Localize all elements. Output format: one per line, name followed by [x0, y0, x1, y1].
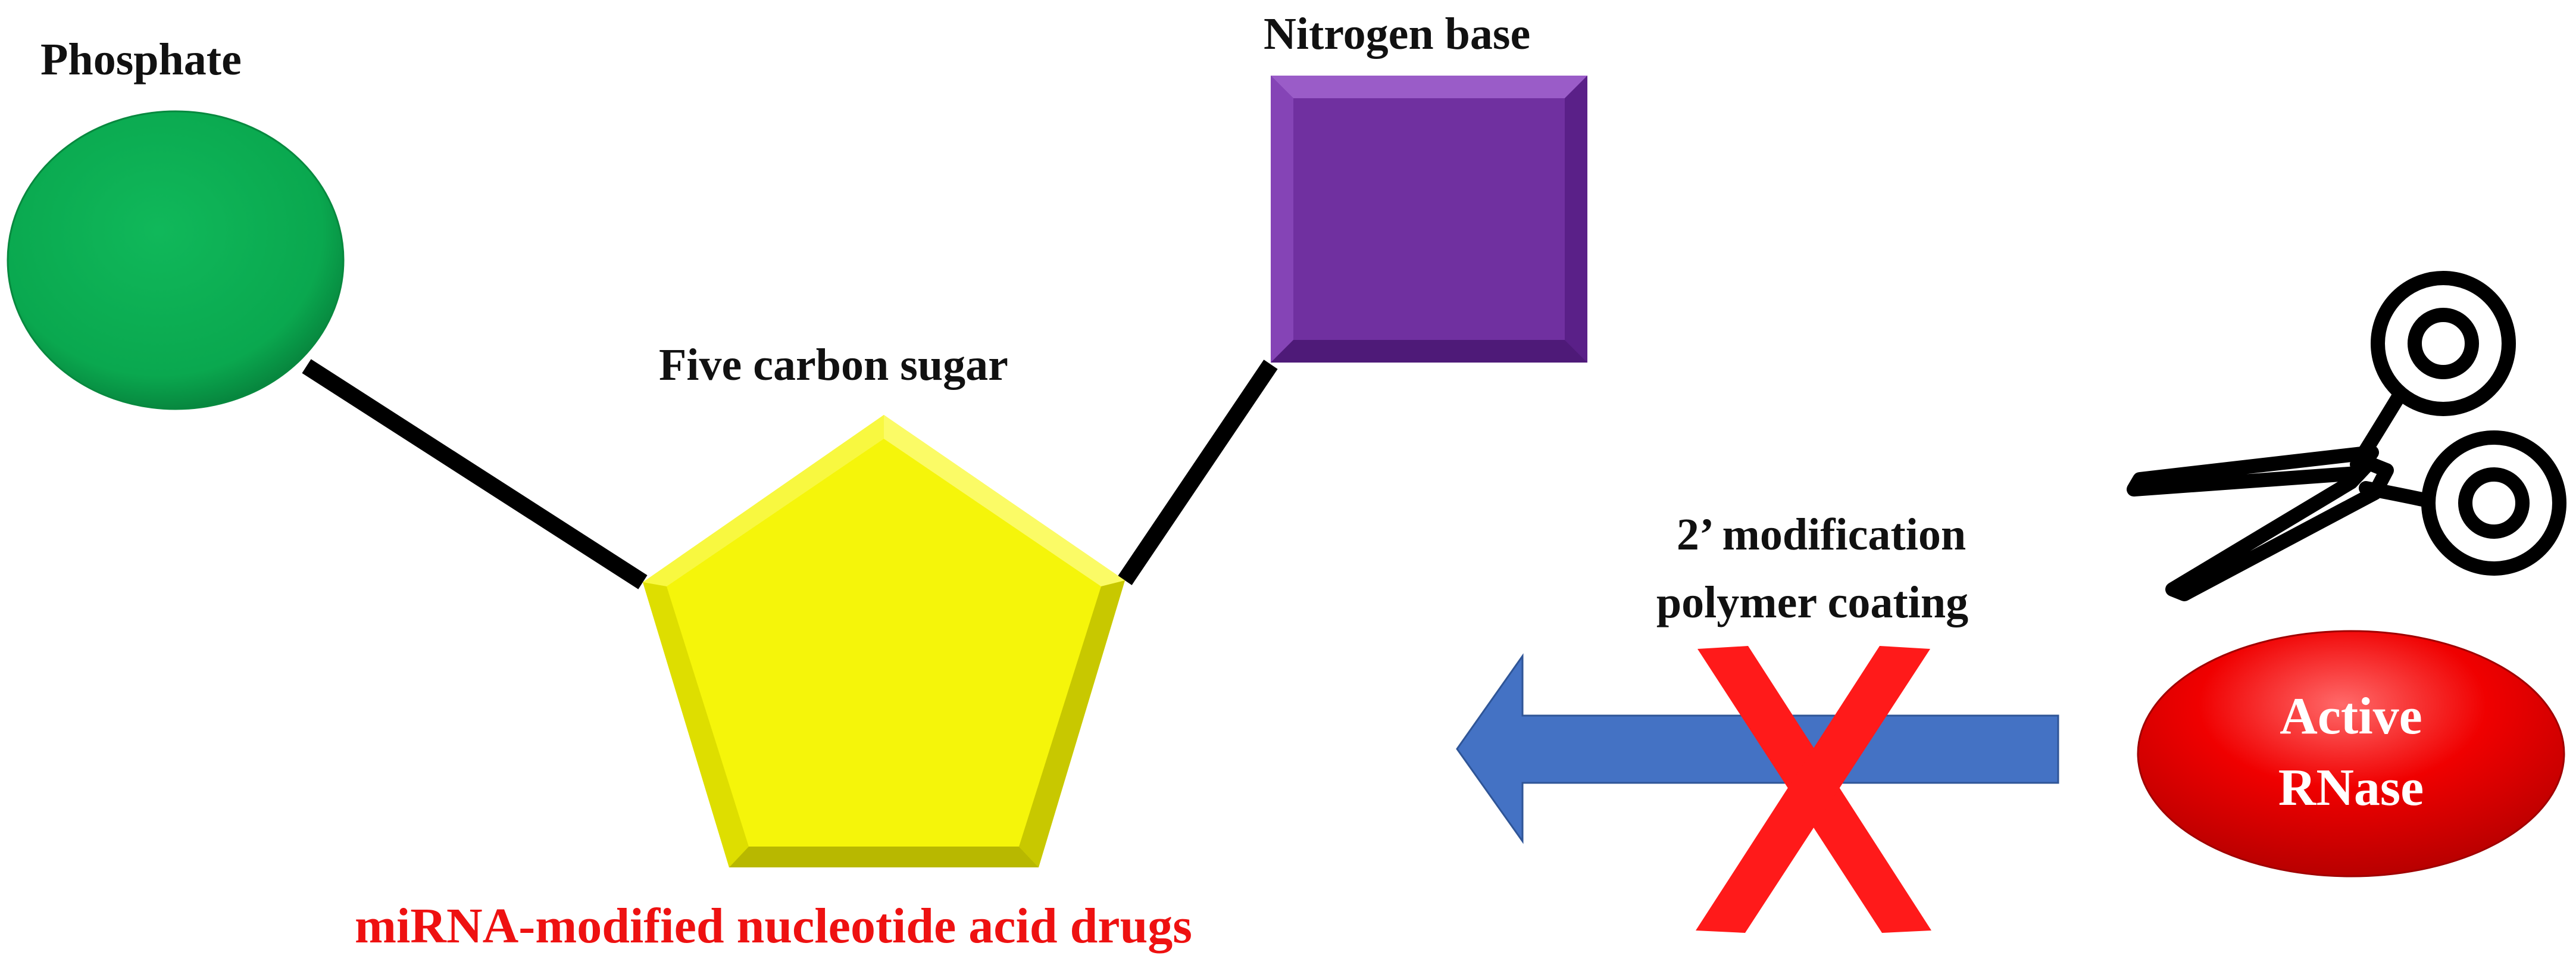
cross-icon — [1696, 646, 1931, 933]
diagram-caption: miRNA-modified nucleotide acid drugs — [355, 898, 1192, 954]
left-arrow-icon — [1456, 653, 2059, 844]
five-carbon-sugar-label: Five carbon sugar — [659, 340, 1008, 390]
phosphate-circle — [7, 110, 345, 410]
modification-label-line2: polymer coating — [1656, 577, 1968, 627]
rnase-ellipse — [2137, 630, 2565, 878]
sugar-pentagon — [643, 415, 1125, 867]
phosphate-label: Phosphate — [40, 35, 242, 85]
scissors-icon — [2127, 271, 2566, 601]
rnase-label-line1: Active — [2280, 688, 2422, 745]
nitrogen-base-label: Nitrogen base — [1264, 9, 1530, 59]
rnase-label-line2: RNase — [2278, 759, 2424, 817]
phosphate-sugar-bond — [302, 359, 648, 589]
modification-label-line1: 2’ modification — [1677, 510, 1966, 560]
sugar-base-bond — [1118, 360, 1278, 585]
nitrogen-base-square — [1271, 76, 1587, 363]
